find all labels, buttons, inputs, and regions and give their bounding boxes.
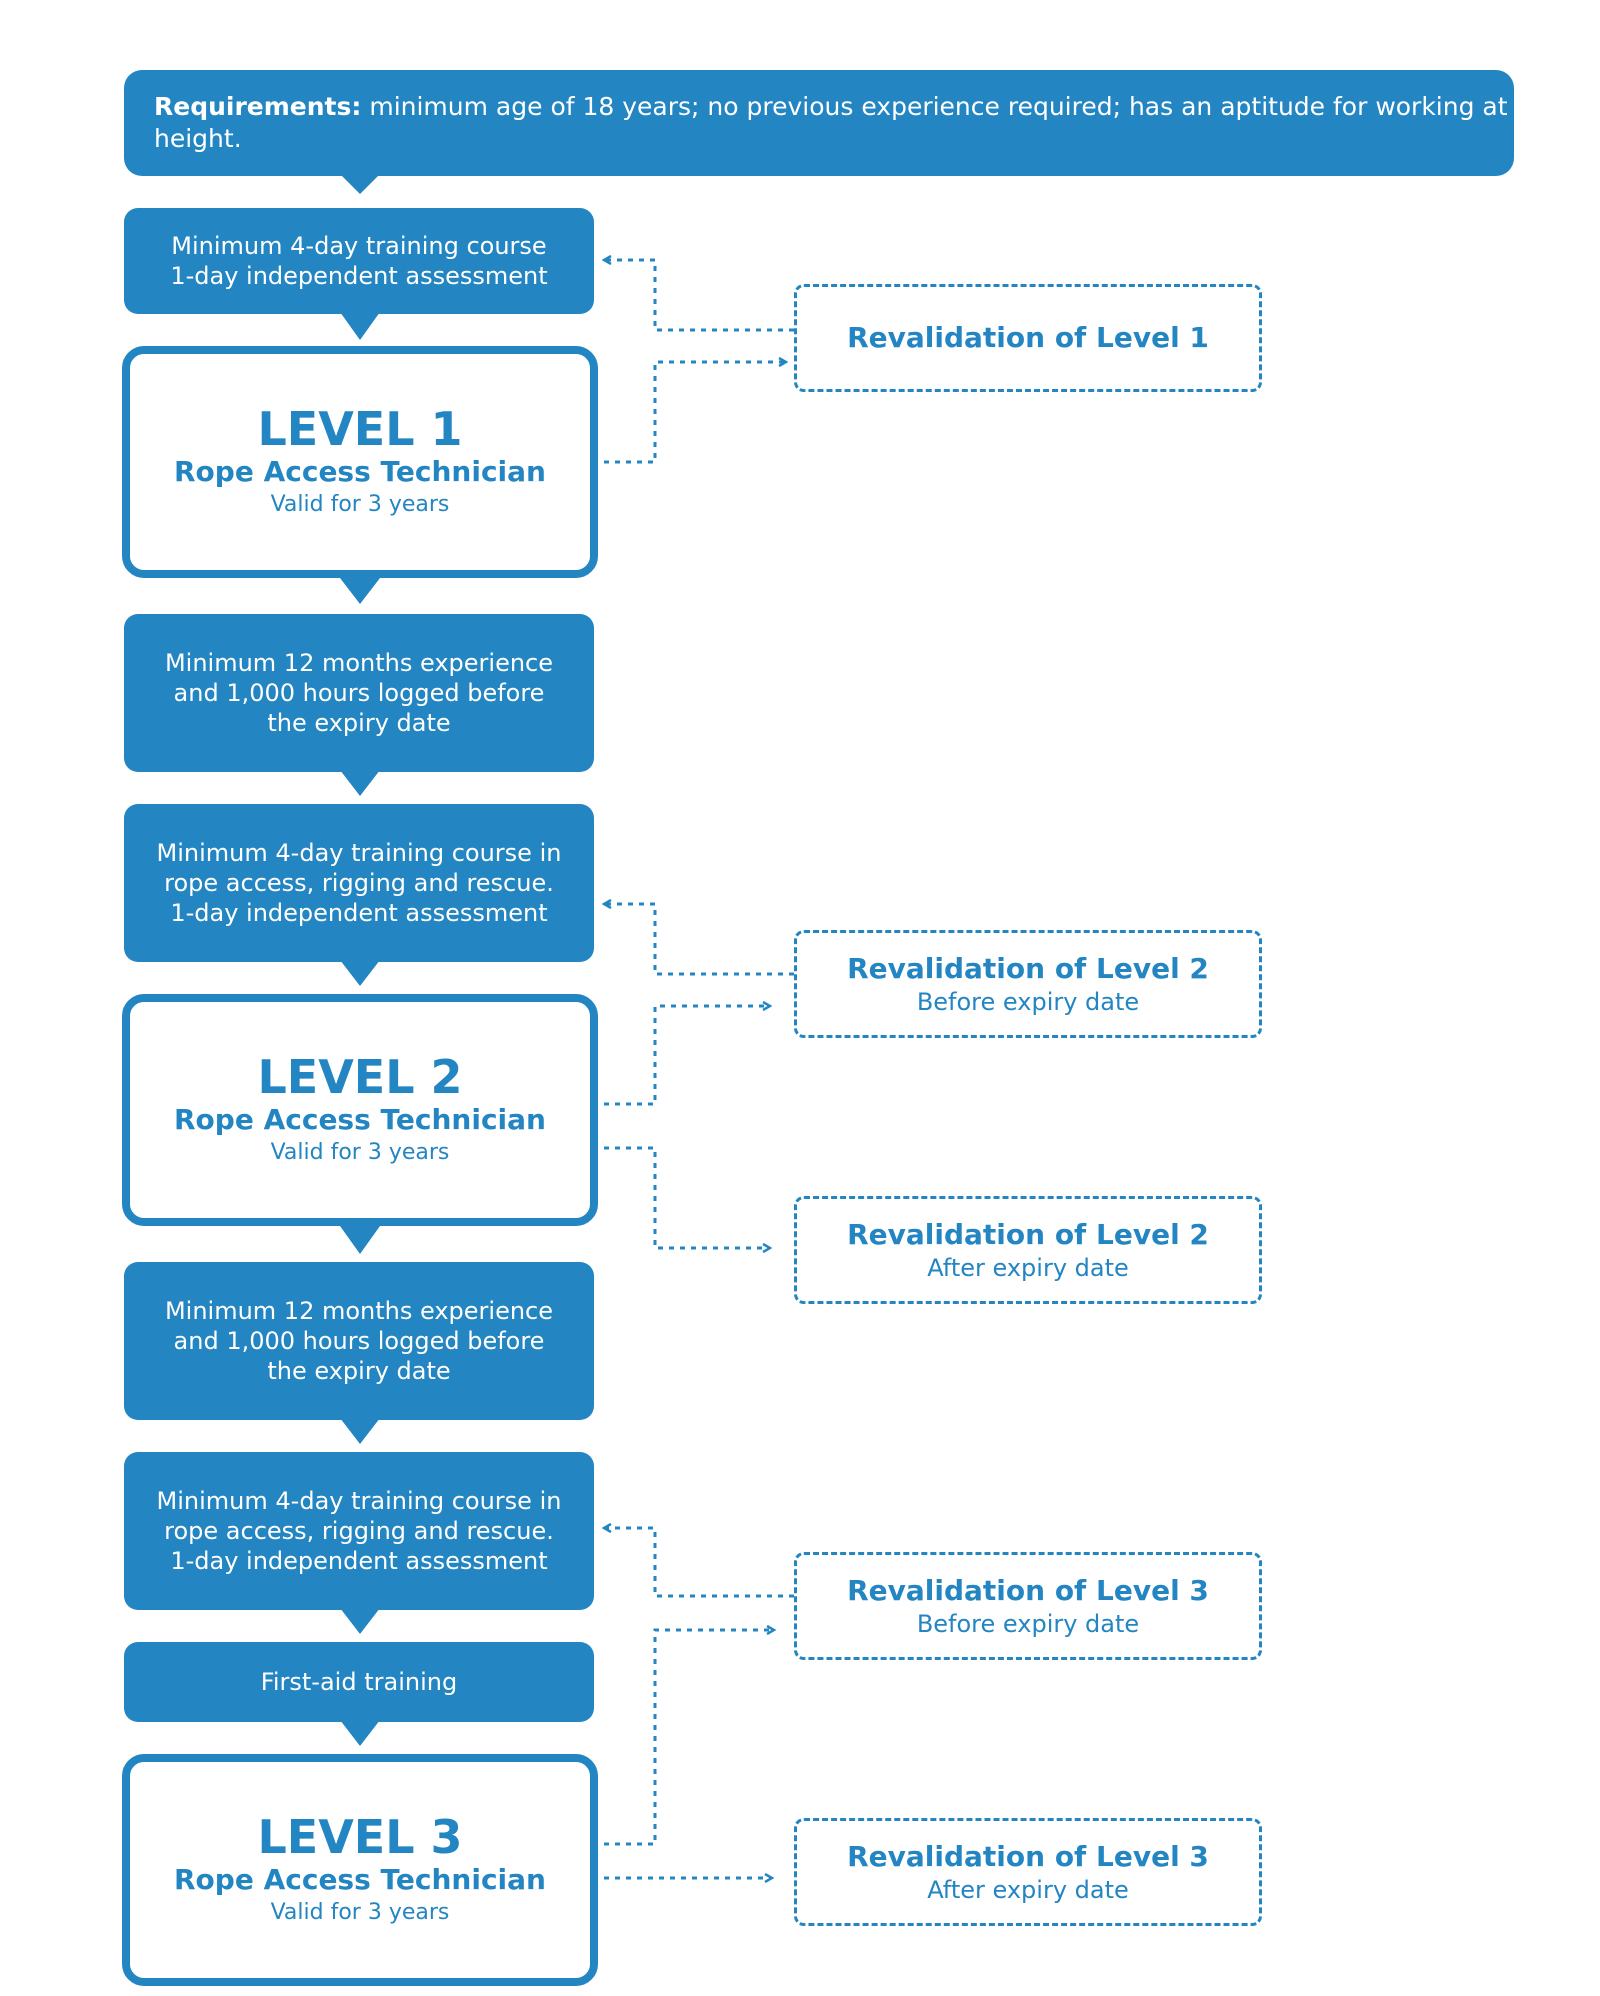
- step-first-aid: First-aid training: [124, 1642, 594, 1722]
- step-line: and 1,000 hours logged before: [173, 679, 545, 707]
- flow-pointer: [340, 1418, 380, 1444]
- arrow-reval3-to-step5: [604, 1528, 794, 1598]
- level-title: LEVEL 2: [257, 1050, 463, 1104]
- step-line: 1-day independent assessment: [170, 262, 548, 290]
- level-3-box: LEVEL 3 Rope Access Technician Valid for…: [122, 1754, 598, 1986]
- flow-pointer: [340, 1608, 380, 1634]
- flow-pointer: [340, 578, 380, 604]
- step-line: Minimum 4-day training course in: [156, 1487, 562, 1515]
- requirements-label: Requirements:: [154, 92, 362, 121]
- revalidation-subtitle: Before expiry date: [916, 988, 1140, 1016]
- step-line: the expiry date: [267, 709, 451, 737]
- step-line: the expiry date: [267, 1357, 451, 1385]
- step-line: 1-day independent assessment: [170, 1547, 548, 1575]
- step-line: Minimum 12 months experience: [164, 649, 554, 677]
- flow-pointer: [340, 312, 380, 340]
- level-subtitle: Rope Access Technician: [174, 455, 546, 488]
- step-line: 1-day independent assessment: [170, 899, 548, 927]
- flow-pointer: [340, 960, 380, 986]
- revalidation-level-2-before: Revalidation of Level 2 Before expiry da…: [794, 930, 1262, 1038]
- step-line: rope access, rigging and rescue.: [164, 1517, 554, 1545]
- arrow-reval2-to-step3: [604, 904, 794, 976]
- step-line: rope access, rigging and rescue.: [164, 869, 554, 897]
- level-subtitle: Rope Access Technician: [174, 1103, 546, 1136]
- step-line: First-aid training: [260, 1668, 458, 1696]
- step-experience-level-1: Minimum 12 months experience and 1,000 h…: [124, 614, 594, 772]
- step-line: and 1,000 hours logged before: [173, 1327, 545, 1355]
- requirements-body: minimum age of 18 years; no previous exp…: [154, 92, 1508, 153]
- revalidation-title: Revalidation of Level 3: [847, 1840, 1209, 1873]
- revalidation-title: Revalidation of Level 2: [847, 952, 1209, 985]
- step-training-level-2: Minimum 4-day training course in rope ac…: [124, 804, 594, 962]
- revalidation-level-1: Revalidation of Level 1: [794, 284, 1262, 392]
- arrow-level2-to-reval2-after: [604, 1146, 770, 1248]
- step-line: Minimum 4-day training course in: [156, 839, 562, 867]
- flow-pointer: [340, 174, 380, 194]
- level-title: LEVEL 1: [257, 402, 463, 456]
- arrow-level3-to-reval3-before: [604, 1630, 774, 1846]
- revalidation-subtitle: After expiry date: [927, 1254, 1129, 1282]
- arrow-reval1-to-step1: [604, 260, 794, 332]
- level-validity: Valid for 3 years: [270, 1900, 450, 1925]
- revalidation-arrows: [604, 260, 794, 1878]
- revalidation-title: Revalidation of Level 1: [847, 321, 1209, 354]
- revalidation-title: Revalidation of Level 2: [847, 1218, 1209, 1251]
- step-training-level-1: Minimum 4-day training course 1-day inde…: [124, 208, 594, 314]
- step-line: Minimum 12 months experience: [164, 1297, 554, 1325]
- revalidation-level-3-before: Revalidation of Level 3 Before expiry da…: [794, 1552, 1262, 1660]
- requirements-text: Requirements: minimum age of 18 years; n…: [154, 91, 1514, 155]
- revalidation-title: Revalidation of Level 3: [847, 1574, 1209, 1607]
- flow-pointer: [340, 1226, 380, 1254]
- revalidation-level-3-after: Revalidation of Level 3 After expiry dat…: [794, 1818, 1262, 1926]
- level-1-box: LEVEL 1 Rope Access Technician Valid for…: [122, 346, 598, 578]
- step-line: Minimum 4-day training course: [171, 232, 547, 260]
- revalidation-subtitle: After expiry date: [927, 1876, 1129, 1904]
- revalidation-level-2-after: Revalidation of Level 2 After expiry dat…: [794, 1196, 1262, 1304]
- flow-pointer: [340, 770, 380, 796]
- arrow-level2-to-reval2-before: [604, 1006, 770, 1106]
- revalidation-subtitle: Before expiry date: [916, 1610, 1140, 1638]
- level-subtitle: Rope Access Technician: [174, 1863, 546, 1896]
- step-training-level-3: Minimum 4-day training course in rope ac…: [124, 1452, 594, 1610]
- level-validity: Valid for 3 years: [270, 1140, 450, 1165]
- requirements-banner: Requirements: minimum age of 18 years; n…: [124, 70, 1514, 176]
- step-experience-level-2: Minimum 12 months experience and 1,000 h…: [124, 1262, 594, 1420]
- flow-pointer: [340, 1720, 380, 1746]
- arrow-level1-to-reval1: [604, 362, 786, 464]
- level-2-box: LEVEL 2 Rope Access Technician Valid for…: [122, 994, 598, 1226]
- level-title: LEVEL 3: [257, 1810, 463, 1864]
- level-validity: Valid for 3 years: [270, 492, 450, 517]
